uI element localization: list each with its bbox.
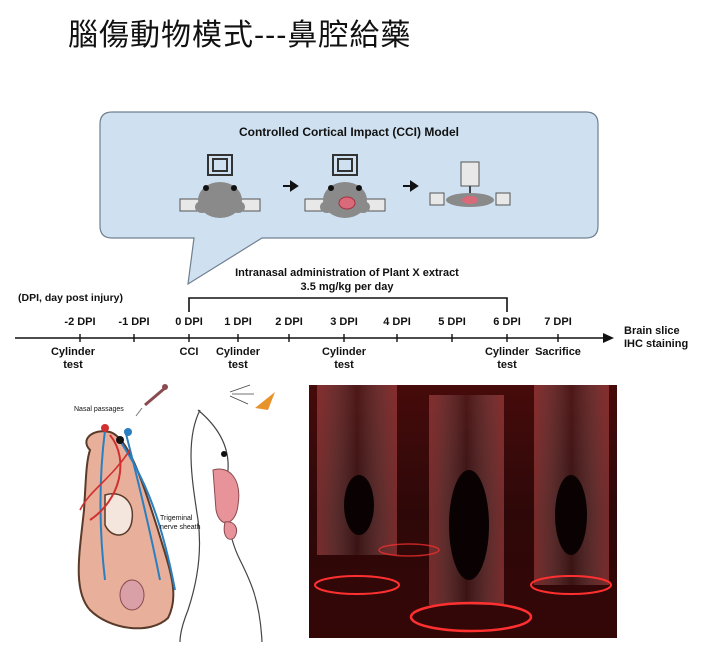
trigeminal-line-2: nerve sheath <box>160 524 201 531</box>
tick-label: 2 DPI <box>275 316 303 328</box>
rat-silhouette <box>555 475 587 555</box>
nasal-passages-label: Nasal passages <box>74 406 124 413</box>
dropper-tip-icon <box>255 392 275 410</box>
intranasal-anatomy-illustration <box>77 384 275 642</box>
tick-marks <box>79 334 559 342</box>
arrow-right-icon <box>403 180 419 192</box>
mouse-before-impact-icon <box>179 154 261 218</box>
treatment-line-2: 3.5 mg/kg per day <box>300 281 394 293</box>
tick-label: -2 DPI <box>64 316 96 328</box>
tick-label: 6 DPI <box>493 316 521 328</box>
tick-label: -1 DPI <box>118 316 150 328</box>
tick-label: 0 DPI <box>175 316 203 328</box>
tick-label: 5 DPI <box>438 316 466 328</box>
page-title: 腦傷動物模式---鼻腔給藥 <box>68 18 412 53</box>
cylinder-test-photo <box>309 385 617 638</box>
cci-model-title: Controlled Cortical Impact (CCI) Model <box>239 125 459 139</box>
brain-slice-label: Brain slice <box>624 325 680 337</box>
treatment-line-1: Intranasal administration of Plant X ext… <box>235 267 459 279</box>
arrow-right-icon <box>283 180 299 192</box>
ihc-staining-label: IHC staining <box>624 338 689 350</box>
tick-label: 7 DPI <box>544 316 572 328</box>
mouse-impact-icon <box>304 154 386 218</box>
trigeminal-line-1: Trigeminal <box>160 515 193 522</box>
tick-label: 1 DPI <box>224 316 252 328</box>
rat-silhouette <box>344 475 374 535</box>
tick-label: 3 DPI <box>330 316 358 328</box>
cci-model-panel: Controlled Cortical Impact (CCI) Model <box>99 111 599 286</box>
mouse-impactor-icon <box>429 161 511 207</box>
trigeminal-label: Trigeminal nerve sheath <box>160 514 200 532</box>
treatment-label: Intranasal administration of Plant X ext… <box>197 266 497 294</box>
event-label: Sacrifice <box>535 346 581 358</box>
rat-silhouette <box>449 470 489 580</box>
timeline-arrowhead <box>603 333 614 343</box>
treatment-bracket <box>188 297 508 312</box>
tick-label: 4 DPI <box>383 316 411 328</box>
end-label: Brain slice IHC staining <box>624 325 688 351</box>
dpi-note: (DPI, day post injury) <box>18 292 124 304</box>
timeline-graphic <box>15 297 614 343</box>
event-label: CCI <box>179 346 199 358</box>
